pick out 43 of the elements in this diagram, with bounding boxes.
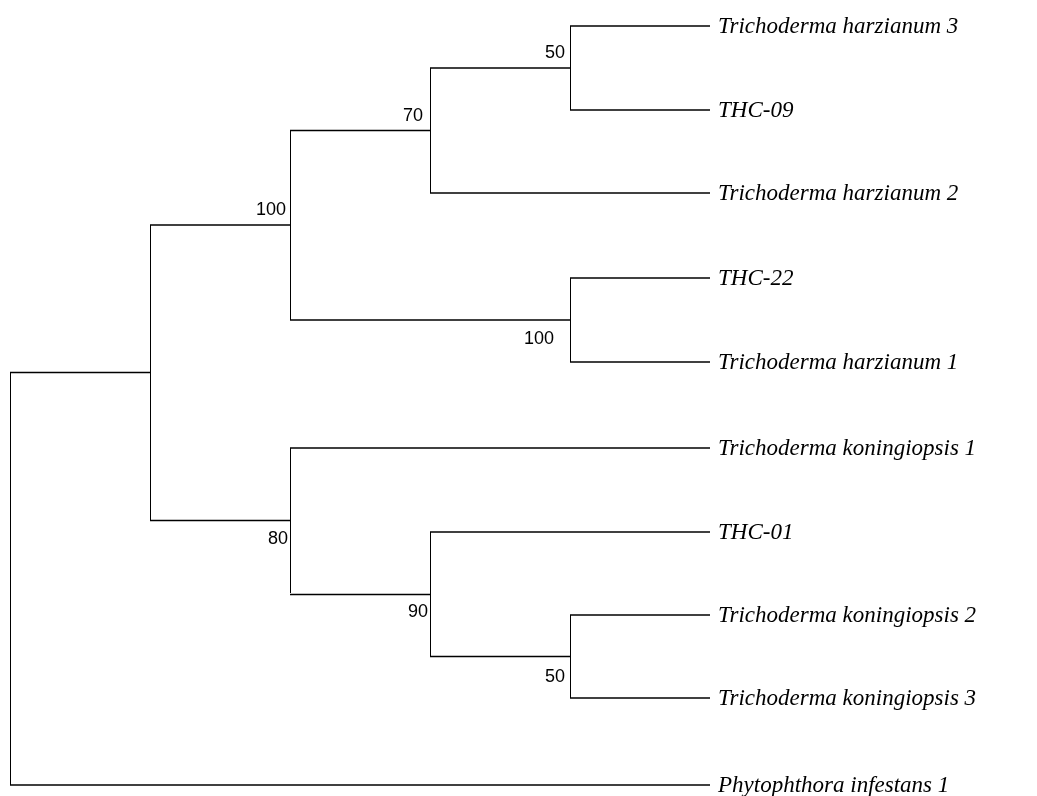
bootstrap-value: 100 [256,199,287,219]
branch-line [569,277,711,279]
branch-line [149,224,291,226]
branch-line [429,655,571,658]
branch-line [569,614,711,616]
bootstrap-value: 50 [545,42,566,62]
branch-line [289,319,571,321]
branch-line [569,25,711,27]
taxon-label: Trichoderma koningiopsis 1 [718,435,977,461]
branch-line [569,109,711,111]
taxon-label: THC-22 [718,265,794,291]
vertical-branch-line [430,68,431,193]
taxon-label: THC-09 [718,97,794,123]
taxon-label: Trichoderma harzianum 2 [718,180,959,206]
vertical-branch-line [290,130,291,320]
vertical-branch-line [150,225,151,520]
taxon-label: THC-01 [718,519,794,545]
taxon-label: Trichoderma koningiopsis 3 [718,685,977,711]
branch-line [429,192,711,194]
vertical-branch-line [570,278,571,362]
branch-line [289,447,711,449]
bootstrap-value: 50 [545,666,566,686]
vertical-branch-line [570,26,571,110]
vertical-branch-line [10,372,11,785]
branch-line [149,519,291,522]
taxon-label: Trichoderma harzianum 3 [718,13,959,39]
branch-line [429,67,571,69]
bootstrap-value: 70 [403,105,424,125]
taxon-label: Trichoderma koningiopsis 2 [718,602,977,628]
bootstrap-value: 90 [408,601,429,621]
bootstrap-value: 80 [268,528,289,548]
branch-line [569,361,711,363]
bootstrap-value: 100 [524,328,555,348]
branch-line [289,593,431,596]
taxon-label: Trichoderma harzianum 1 [718,349,959,375]
vertical-branch-line [290,448,291,593]
branch-line [9,371,151,374]
vertical-branch-line [430,532,431,657]
vertical-branch-line [570,615,571,698]
branch-line [429,531,711,533]
branch-line [569,697,711,699]
branch-line [9,784,711,786]
branch-line [289,129,431,132]
